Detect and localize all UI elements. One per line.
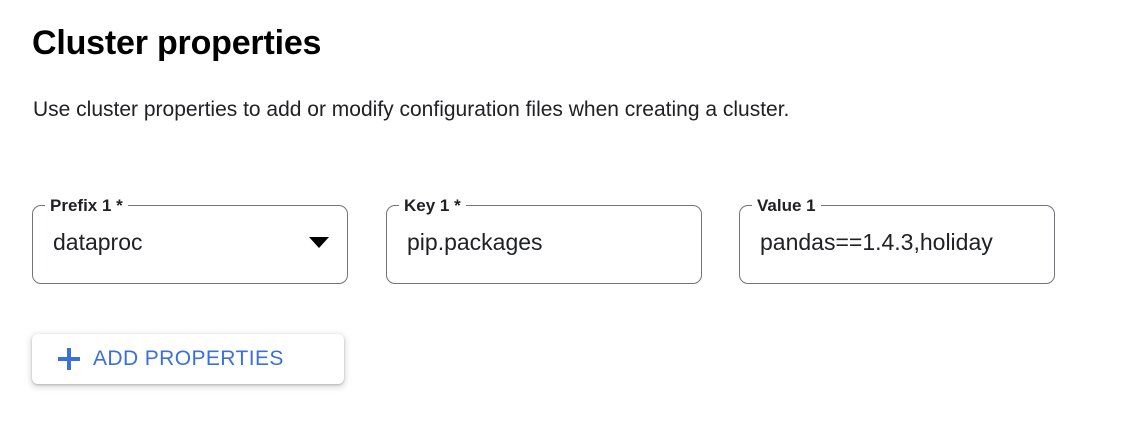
chevron-down-icon[interactable] — [309, 237, 329, 248]
prefix-field-value[interactable]: dataproc — [53, 229, 143, 255]
key-field-outline: Key 1 * — [386, 196, 702, 284]
add-properties-button[interactable]: ADD PROPERTIES — [32, 334, 344, 384]
prefix-field[interactable]: Prefix 1 * dataproc — [32, 196, 348, 284]
section-description: Use cluster properties to add or modify … — [33, 98, 790, 121]
page-title: Cluster properties — [32, 24, 322, 62]
prefix-field-outline: Prefix 1 * — [32, 196, 348, 284]
value-field-value[interactable]: pandas==1.4.3,holiday — [760, 229, 993, 255]
key-field[interactable]: Key 1 * pip.packages — [386, 196, 702, 284]
properties-row: Prefix 1 * dataproc Key 1 * pip.packages… — [32, 196, 1092, 285]
value-field[interactable]: Value 1 pandas==1.4.3,holiday — [739, 196, 1055, 284]
key-field-value[interactable]: pip.packages — [407, 229, 543, 255]
prefix-field-label: Prefix 1 * — [50, 196, 123, 215]
key-field-label: Key 1 * — [404, 196, 461, 215]
value-field-outline: Value 1 — [739, 196, 1055, 284]
plus-icon — [58, 348, 80, 370]
value-field-label: Value 1 — [757, 196, 816, 215]
add-properties-button-label: ADD PROPERTIES — [93, 347, 284, 370]
